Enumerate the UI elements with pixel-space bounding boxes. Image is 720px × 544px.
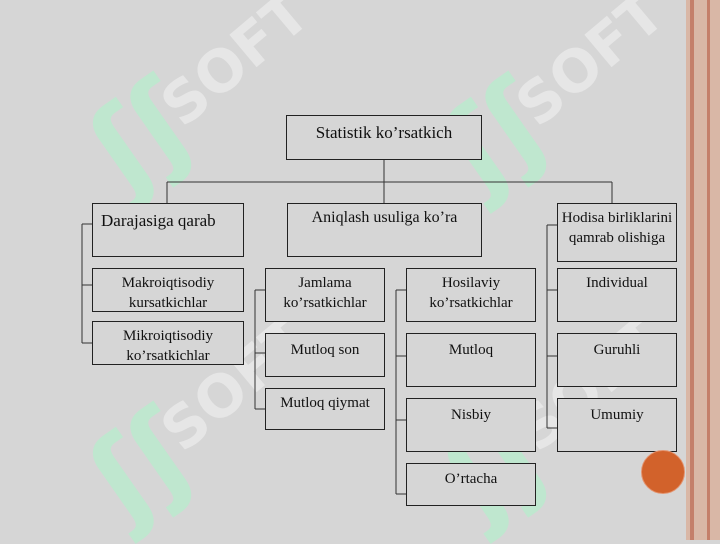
accent-dot xyxy=(641,450,685,494)
right-border-line xyxy=(690,0,694,540)
leaf-guruhli: Guruhli xyxy=(557,333,677,387)
branch-darajasiga-qarab: Darajasiga qarab xyxy=(92,203,244,257)
leaf-mutloq-qiymat: Mutloq qiymat xyxy=(265,388,385,430)
leaf-mutloq-son: Mutloq son xyxy=(265,333,385,377)
branch-hodisa-birliklarini: Hodisa birliklarini qamrab olishiga xyxy=(557,203,677,262)
group-jamlama: Jamlama ko’rsatkichlar xyxy=(265,268,385,322)
leaf-umumiy: Umumiy xyxy=(557,398,677,452)
leaf-ortacha: O’rtacha xyxy=(406,463,536,506)
leaf-individual: Individual xyxy=(557,268,677,322)
branch-aniqlash-usuliga: Aniqlash usuliga ko’ra xyxy=(287,203,482,257)
root-box: Statistik ko’rsatkich xyxy=(286,115,482,160)
leaf-mutloq: Mutloq xyxy=(406,333,536,387)
leaf-mikroiqtisodiy: Mikroiqtisodiy ko’rsatkichlar xyxy=(92,321,244,365)
leaf-makroiqtisodiy: Makroiqtisodiy kursatkichlar xyxy=(92,268,244,312)
group-hosilaviy: Hosilaviy ko’rsatkichlar xyxy=(406,268,536,322)
leaf-nisbiy: Nisbiy xyxy=(406,398,536,452)
right-border-line xyxy=(707,0,710,540)
